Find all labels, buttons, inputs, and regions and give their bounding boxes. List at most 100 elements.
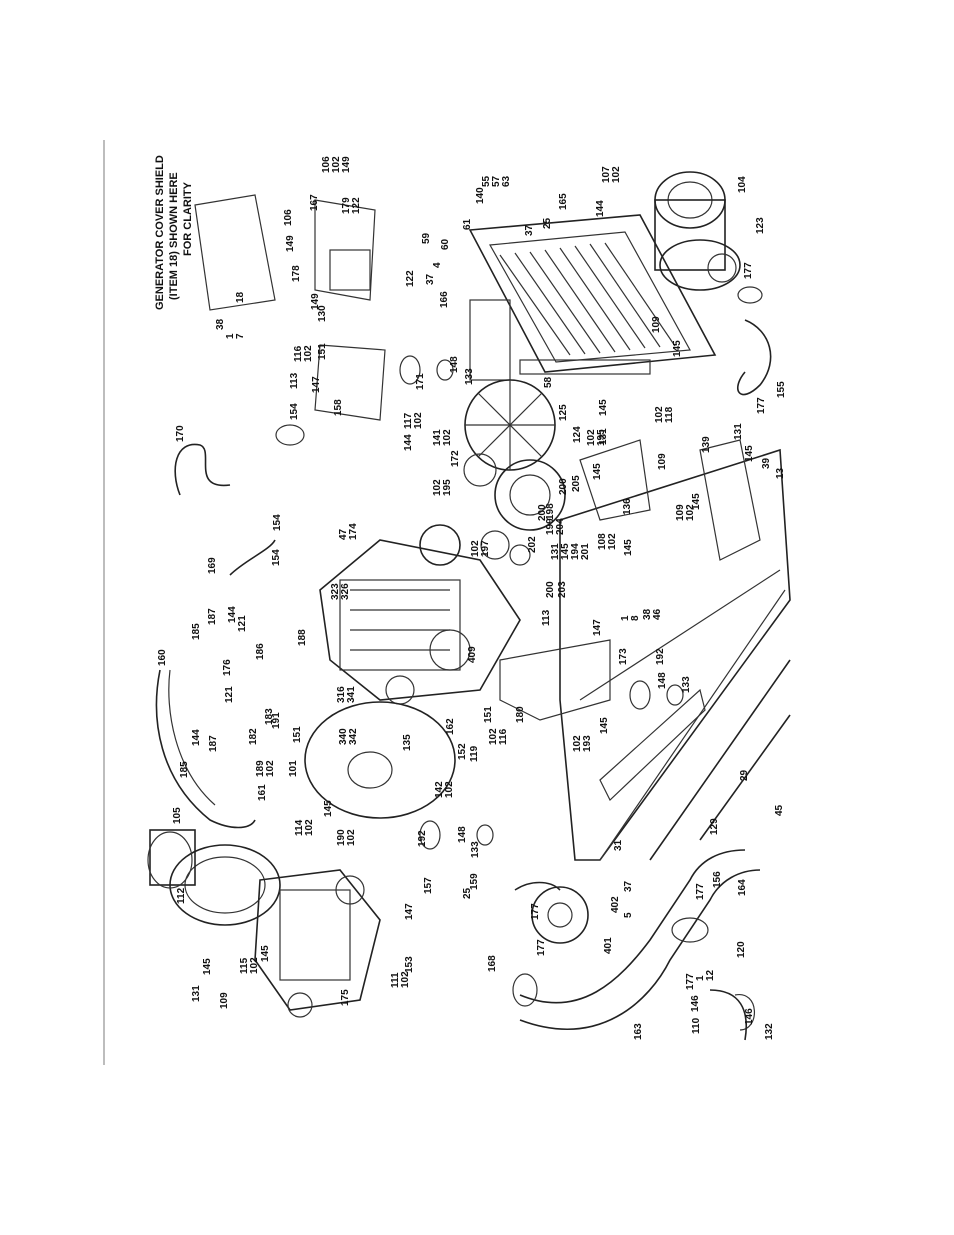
fuel-pump-assembly [254,869,381,1018]
callout-107: 107 [601,166,612,183]
callout-38: 38 [642,608,653,620]
callout-316: 316 [336,686,347,703]
callout-145: 145 [672,340,683,357]
callout-161: 161 [257,784,268,801]
engine-block [319,539,521,705]
callout-109: 109 [651,316,662,333]
callout-162: 162 [445,718,456,735]
callout-149: 149 [310,293,321,310]
callout-136: 136 [622,498,633,515]
callout-116: 116 [498,728,509,745]
callout-192: 192 [655,648,666,665]
callout-109: 109 [657,453,668,470]
callout-1: 1 [695,975,706,981]
callout-197: 197 [480,540,491,557]
callout-102: 102 [586,429,597,446]
callout-102: 102 [249,957,260,974]
callout-185: 185 [191,623,202,640]
callout-102: 102 [413,412,424,429]
callout-102: 102 [444,781,455,798]
callout-165: 165 [558,193,569,210]
callout-145: 145 [260,945,271,962]
callout-200: 200 [537,504,548,521]
muffler-assembly [147,669,281,926]
callout-342: 342 [348,728,359,745]
callout-113: 113 [289,372,300,389]
callout-7: 7 [235,333,246,339]
callout-47: 47 [338,528,349,540]
callout-166: 166 [439,291,450,308]
callout-116: 116 [293,345,304,362]
callout-102: 102 [488,728,499,745]
fan-and-pulleys [419,379,566,566]
callout-167: 167 [309,194,320,211]
callout-63: 63 [501,175,512,187]
callout-145: 145 [323,800,334,817]
callout-31: 31 [613,839,624,851]
callout-4: 4 [432,262,443,268]
callout-110: 110 [691,1017,702,1034]
callout-340: 340 [338,728,349,745]
callout-154: 154 [271,549,282,566]
caption-line-3: FOR CLARITY [182,181,194,256]
callout-148: 148 [449,356,460,373]
callout-151: 151 [317,343,328,360]
callout-195: 195 [596,429,607,446]
callout-145: 145 [592,463,603,480]
callout-192: 192 [417,830,428,847]
hose-169 [229,539,276,576]
callout-132: 132 [764,1023,775,1040]
callout-133: 133 [681,676,692,693]
callout-148: 148 [457,826,468,843]
callout-60: 60 [440,238,451,250]
callout-18: 18 [235,291,246,303]
callout-174: 174 [348,523,359,540]
callout-45: 45 [774,804,785,816]
turbocharger [514,881,589,944]
callout-113: 113 [541,609,552,626]
callout-145: 145 [744,445,755,462]
callout-146: 146 [744,1008,755,1025]
callout-114: 114 [294,819,305,836]
callout-152: 152 [457,743,468,760]
callout-155: 155 [776,381,787,398]
callout-170: 170 [175,425,186,442]
callout-145: 145 [598,399,609,416]
callout-187: 187 [208,735,219,752]
callout-46: 46 [652,608,663,620]
callout-102: 102 [432,479,443,496]
callout-102: 102 [303,345,314,362]
washer-148 [436,359,454,381]
callout-177: 177 [536,939,547,956]
callout-145: 145 [691,493,702,510]
callout-157: 157 [423,877,434,894]
callout-146: 146 [690,995,701,1012]
callout-102: 102 [607,533,618,550]
callout-177: 177 [695,883,706,900]
callout-37: 37 [524,224,535,236]
callout-120: 120 [736,941,747,958]
callout-121: 121 [224,686,235,703]
callout-141: 141 [432,429,443,446]
callout-121: 121 [237,615,248,632]
callout-123: 123 [755,217,766,234]
callout-104: 104 [737,176,748,193]
callout-203: 203 [557,581,568,598]
isolator-171 [399,355,421,385]
bracket-158 [314,344,386,421]
callout-117: 117 [403,412,414,429]
flywheel-housing [304,701,456,819]
tube-120 [709,989,747,1041]
hose-155 [736,319,772,396]
callout-8: 8 [630,615,641,621]
isolator-192-lower [419,820,441,850]
callout-190: 190 [336,829,347,846]
callout-144: 144 [227,606,238,623]
page-frame [103,140,795,1065]
callout-182: 182 [248,728,259,745]
callout-59: 59 [421,232,432,244]
callout-171: 171 [415,373,426,390]
callout-326: 326 [340,583,351,600]
